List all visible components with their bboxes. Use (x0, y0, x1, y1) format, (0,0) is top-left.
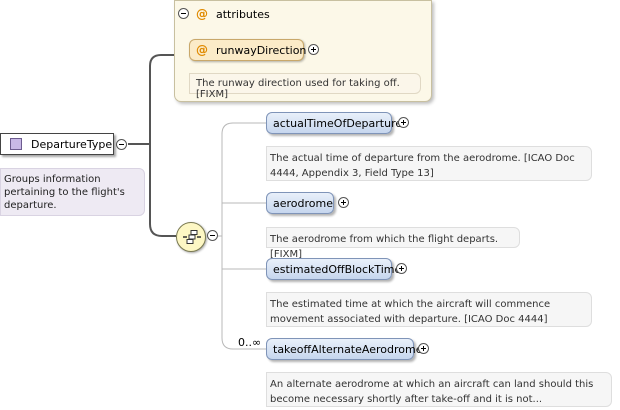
takeoffAlternateAerodrome-documentation: An alternate aerodrome at which an aircr… (266, 372, 612, 407)
attributes-header: attributes (216, 8, 270, 21)
element-estimatedOffBlockTime[interactable]: estimatedOffBlockTime (266, 258, 401, 280)
sequence-icon (183, 230, 201, 244)
root-type-label: DepartureType (31, 138, 113, 151)
root-type-box[interactable]: DepartureType (0, 133, 114, 155)
attribute-symbol-icon: @ (196, 43, 208, 57)
connector-attributes (128, 54, 176, 145)
runwayDirection-documentation: The runway direction used for taking off… (189, 73, 421, 100)
attribute-runwayDirection-label: runwayDirection (216, 44, 307, 57)
actualTimeOfDeparture-expand-icon[interactable] (398, 117, 409, 128)
connector-sequence (128, 143, 176, 237)
takeoffAlternateAerodrome-expand-icon[interactable] (418, 343, 429, 354)
element-takeoffAlternateAerodrome[interactable]: takeoffAlternateAerodrome (266, 338, 422, 360)
attribute-symbol-icon: @ (196, 7, 208, 21)
root-documentation: Groups information pertaining to the fli… (0, 168, 145, 216)
attributes-collapse-icon[interactable] (178, 8, 189, 19)
complex-type-icon (10, 138, 22, 150)
connector-branch-bottom (221, 236, 266, 350)
element-aerodrome[interactable]: aerodrome (266, 192, 334, 214)
occurrence-label: 0..∞ (238, 336, 262, 349)
estimatedOffBlockTime-documentation: The estimated time at which the aircraft… (266, 292, 592, 327)
estimatedOffBlockTime-expand-icon[interactable] (396, 263, 407, 274)
aerodrome-expand-icon[interactable] (338, 197, 349, 208)
aerodrome-documentation: The aerodrome from which the flight depa… (266, 227, 520, 260)
connector-branch-top (218, 122, 266, 237)
element-actualTimeOfDeparture[interactable]: actualTimeOfDeparture (266, 112, 402, 134)
sequence-collapse-icon[interactable] (207, 230, 218, 241)
runwayDirection-expand-icon[interactable] (308, 44, 319, 55)
root-collapse-icon[interactable] (116, 139, 127, 150)
attribute-runwayDirection[interactable] (189, 39, 304, 61)
actualTimeOfDeparture-documentation: The actual time of departure from the ae… (266, 146, 592, 181)
